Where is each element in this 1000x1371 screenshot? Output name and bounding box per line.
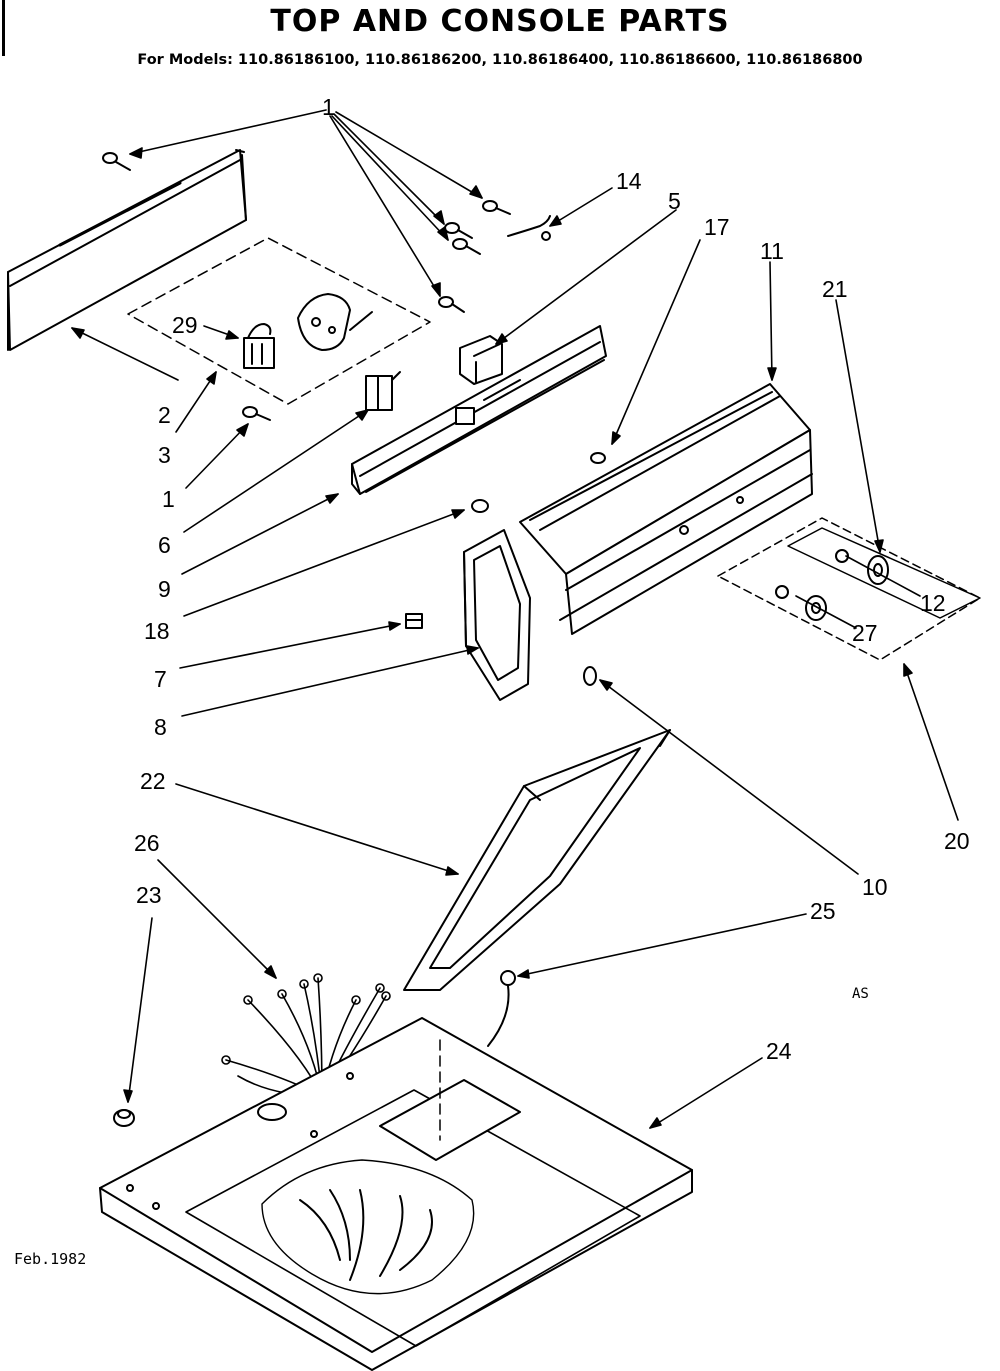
callout-1-lower: 1	[162, 486, 175, 512]
part-8-end-cap	[463, 529, 531, 701]
callout-29: 29	[172, 312, 198, 338]
leader-17	[611, 239, 701, 445]
callout-10: 10	[862, 874, 888, 900]
part-11-console-housing	[519, 383, 813, 635]
console-frame-rail	[351, 325, 607, 495]
leader-20	[903, 663, 959, 821]
screw-1b	[482, 200, 511, 215]
part-22-lid	[403, 729, 671, 991]
part-6-switch	[365, 371, 401, 411]
leader-25	[517, 913, 807, 979]
leader-1-a	[129, 109, 327, 159]
part-17-screw	[590, 452, 606, 464]
leader-22	[175, 783, 459, 876]
leader-2	[71, 327, 179, 381]
screw-1c	[444, 222, 473, 239]
part-24-top-panel	[99, 1017, 693, 1371]
screw-1e	[438, 296, 465, 313]
leader-9	[181, 493, 339, 575]
callout-17: 17	[704, 214, 730, 240]
part-27-knob	[775, 585, 827, 621]
screw-1f	[242, 406, 271, 421]
part-25-grommet	[487, 970, 516, 1047]
callout-25: 25	[810, 898, 836, 924]
callout-6: 6	[158, 532, 171, 558]
callout-14: 14	[616, 168, 642, 194]
callout-2: 2	[158, 402, 171, 428]
leader-1-d	[331, 115, 449, 241]
margin-mark	[2, 0, 5, 56]
callout-27: 27	[852, 620, 878, 646]
callout-20: 20	[944, 828, 970, 854]
leader-1-b	[335, 111, 483, 199]
leader-18	[183, 509, 465, 617]
callout-21: 21	[822, 276, 848, 302]
callout-3: 3	[158, 442, 171, 468]
part-2-rear-panel	[7, 149, 247, 351]
part-20-knob-panel	[717, 517, 981, 661]
leader-6	[183, 409, 369, 533]
leader-24	[649, 1057, 763, 1129]
leader-11	[767, 261, 777, 381]
part-23-foot	[113, 1109, 135, 1127]
callout-11: 11	[760, 238, 784, 264]
callout-24: 24	[766, 1038, 792, 1064]
part-14-wire	[507, 215, 551, 241]
callout-7: 7	[154, 666, 167, 692]
callout-8: 8	[154, 714, 167, 740]
leader-lines	[71, 109, 959, 1129]
leader-3	[175, 371, 217, 433]
diagram-title: TOP AND CONSOLE PARTS	[270, 4, 730, 39]
drawing-code: AS	[852, 986, 869, 1002]
part-18-screw	[471, 499, 489, 513]
leader-21	[835, 299, 884, 553]
part-10-screw	[583, 666, 597, 686]
callout-26: 26	[134, 830, 160, 856]
leader-1-f	[185, 423, 249, 489]
leader-1-e	[329, 115, 441, 297]
callout-9: 9	[158, 576, 171, 602]
leader-12	[845, 555, 921, 597]
part-7-clip	[405, 613, 423, 629]
leader-29	[203, 325, 239, 340]
leader-27	[795, 595, 857, 629]
screws	[102, 152, 606, 1127]
leader-26	[157, 859, 277, 979]
leader-10	[599, 679, 859, 875]
leader-14	[549, 187, 613, 227]
callout-1-top: 1	[322, 94, 335, 120]
part-5-bracket	[459, 335, 503, 385]
leader-23	[123, 917, 153, 1103]
screw-1d	[452, 238, 481, 255]
models-line: For Models: 110.86186100, 110.86186200, …	[137, 52, 863, 68]
issue-date: Feb.1982	[14, 1250, 87, 1268]
callout-18: 18	[144, 618, 170, 644]
callout-5: 5	[668, 188, 681, 214]
leader-8	[181, 645, 479, 717]
screw-1a	[102, 152, 131, 171]
callout-23: 23	[136, 882, 162, 908]
leader-1-c	[333, 113, 445, 225]
callout-22: 22	[140, 768, 166, 794]
leader-7	[179, 621, 401, 669]
part-21-knob	[835, 549, 889, 585]
part-29-terminal-block	[243, 323, 275, 369]
callout-12: 12	[920, 590, 946, 616]
leader-5	[495, 209, 677, 345]
part-3-switch-mount-plate	[127, 237, 431, 405]
timer-switch-assembly	[297, 293, 373, 351]
